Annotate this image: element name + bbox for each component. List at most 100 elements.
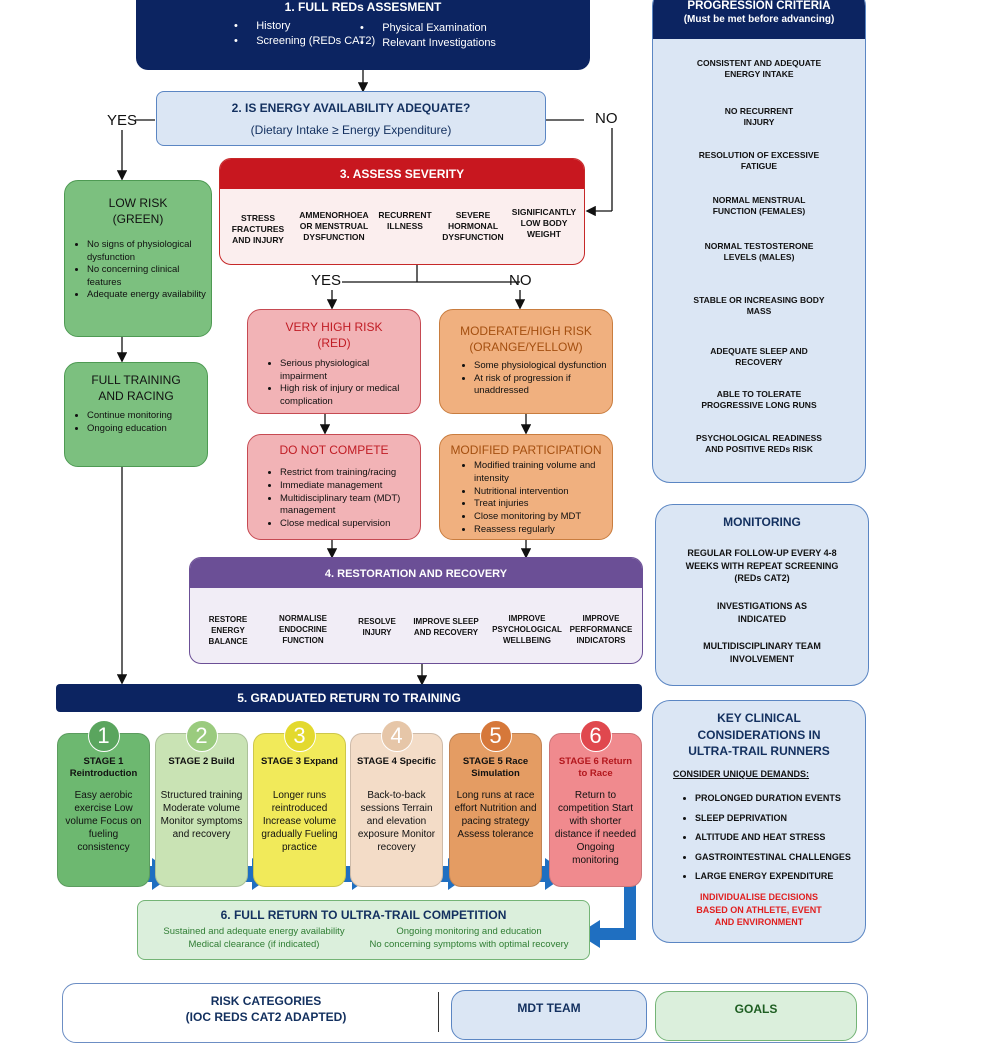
restoration-item: IMPROVE PERFORMANCE INDICATORS [569,614,633,645]
low-risk-list: No signs of physiological dysfunction No… [69,239,207,302]
modified-participation-box: MODIFIED PARTICIPATION Modified training… [439,434,613,540]
list-item: Adequate energy availability [87,289,207,302]
stage-title: STAGE 2 Build [168,756,235,767]
list-item: Close monitoring by MDT [474,511,608,524]
list-item: • Relevant Investigations [360,37,496,49]
assess-severity-box: 3. ASSESS SEVERITY STRESS FRACTURES AND … [219,158,585,265]
stage-title: STAGE 4 Specific [356,756,436,767]
box3-yes-label: YES [311,272,342,289]
full-return-title: 6. FULL RETURN TO ULTRA-TRAIL COMPETITIO… [220,908,507,922]
monitoring-item: MULTIDISCIPLINARY TEAM INVOLVEMENT [703,641,821,664]
stage-title: STAGE 5 Race Simulation [462,756,529,779]
stage-description: Structured training Moderate volume Moni… [160,790,243,840]
full-training-box: FULL TRAINING AND RACING Continue monito… [64,362,208,467]
list-item: Nutritional intervention [474,486,608,499]
do-not-compete-title: DO NOT COMPETE [279,443,389,457]
energy-availability-title: 2. IS ENERGY AVAILABILITY ADEQUATE? [231,101,471,115]
criterion: ADEQUATE SLEEP AND RECOVERY [710,346,808,367]
moderate-risk-list: Some physiological dysfunction At risk o… [456,360,608,398]
criterion: CONSISTENT AND ADEQUATE ENERGY INTAKE [696,58,822,79]
list-item: Restrict from training/racing [280,467,416,480]
severity-item: SIGNIFICANTLY LOW BODY WEIGHT [511,207,577,239]
severity-item: RECURRENT ILLNESS [378,210,432,231]
progression-criteria-subtitle: (Must be met before advancing) [683,14,835,25]
criterion: STABLE OR INCREASING BODY MASS [693,295,825,316]
list-item: • History [234,20,291,32]
assess-severity-title: 3. ASSESS SEVERITY [220,159,584,189]
full-return-criterion: Sustained and adequate energy availabili… [163,926,345,937]
monitoring-item: REGULAR FOLLOW-UP EVERY 4-8 WEEKS WITH R… [685,548,839,583]
box2-yes-label: YES [107,112,138,129]
mdt-team-box: MDT TEAM [451,990,647,1040]
very-high-risk-list: Serious physiological impairment High ri… [262,358,416,408]
list-item: Some physiological dysfunction [474,360,608,373]
criterion: RESOLUTION OF EXCESSIVE FATIGUE [698,150,820,171]
list-item: Ongoing education [87,422,203,435]
criterion: NORMAL TESTOSTERONE LEVELS (MALES) [704,241,814,262]
stage-description: Longer runs reintroduced Increase volume… [261,790,338,853]
criterion: NORMAL MENSTRUAL FUNCTION (FEMALES) [712,195,806,216]
list-item: No concerning clinical features [87,264,207,289]
goals-title: GOALS [734,1002,778,1016]
restoration-item: IMPROVE SLEEP AND RECOVERY [413,617,479,637]
very-high-risk-title: VERY HIGH RISK (RED) [285,320,383,350]
progression-criteria-title: PROGRESSION CRITERIA [687,0,831,12]
severity-item: STRESS FRACTURES AND INJURY [231,213,285,245]
risk-categories-subtitle: (IOC REDS CAT2 ADAPTED) [185,1010,347,1024]
full-training-list: Continue monitoring Ongoing education [69,409,203,435]
list-item: ALTITUDE AND HEAT STRESS [695,828,861,848]
full-assessment-title: 1. FULL REDs ASSESMENT [284,0,442,14]
list-item: High risk of injury or medical complicat… [280,383,416,408]
modified-participation-title: MODIFIED PARTICIPATION [450,443,602,457]
stage-number: 1 [87,720,120,752]
list-item: At risk of progression if unaddressed [474,373,608,398]
bottom-divider [438,992,439,1032]
severity-item: SEVERE HORMONAL DYSFUNCTION [442,210,504,242]
modified-participation-list: Modified training volume and intensity N… [456,460,608,537]
energy-availability-subtitle: (Dietary Intake ≥ Energy Expenditure) [250,123,452,137]
graduated-return-title: 5. GRADUATED RETURN TO TRAINING [56,684,642,712]
stage-number: 4 [380,720,413,752]
key-clinical-subheading: CONSIDER UNIQUE DEMANDS: [673,769,810,779]
full-return-criterion: Medical clearance (if indicated) [188,938,320,950]
stage-title: STAGE 1 Reintroduction [69,756,138,779]
full-return-box: 6. FULL RETURN TO ULTRA-TRAIL COMPETITIO… [137,900,590,960]
list-item: Treat injuries [474,498,608,511]
restoration-item: NORMALISE ENDOCRINE FUNCTION [278,614,327,645]
full-training-title: FULL TRAINING AND RACING [91,373,181,403]
restoration-title: 4. RESTORATION AND RECOVERY [190,558,642,588]
box3-no-label: NO [509,272,532,289]
list-item: LARGE ENERGY EXPENDITURE [695,867,861,887]
low-risk-title: LOW RISK (GREEN) [108,196,168,226]
stage-description: Back-to-back sessions Terrain and elevat… [357,790,436,853]
full-return-criterion: No concerning symptoms with optimal reco… [369,938,569,950]
stage-description: Easy aerobic exercise Low volume Focus o… [65,790,142,853]
full-return-criterion: Ongoing monitoring and education [396,926,542,937]
key-clinical-box: KEY CLINICAL CONSIDERATIONS IN ULTRA-TRA… [652,700,866,943]
key-clinical-note: INDIVIDUALISE DECISIONS BASED ON ATHLETE… [696,892,822,927]
list-item: Modified training volume and intensity [474,460,608,486]
criterion: NO RECURRENT INJURY [724,106,794,127]
moderate-risk-title: MODERATE/HIGH RISK (ORANGE/YELLOW) [460,324,592,354]
stage-title: STAGE 3 Expand [261,756,338,767]
do-not-compete-box: DO NOT COMPETE Restrict from training/ra… [247,434,421,540]
monitoring-item: INVESTIGATIONS AS INDICATED [716,601,807,624]
stage-number: 3 [283,720,316,752]
very-high-risk-box: VERY HIGH RISK (RED) Serious physiologic… [247,309,421,414]
criterion: PSYCHOLOGICAL READINESS AND POSITIVE RED… [696,433,822,454]
stage-number: 5 [479,720,512,752]
stage-description: Return to competition Start with shorter… [554,790,637,866]
full-return-left: Sustained and adequate energy availabili… [144,926,364,951]
assessment-right-list: • Physical Examination • Relevant Invest… [360,21,496,51]
list-item: Close medical supervision [280,518,416,531]
key-clinical-list: PROLONGED DURATION EVENTS SLEEP DEPRIVAT… [677,789,861,887]
list-item: Multidisciplinary team (MDT) management [280,493,416,519]
key-clinical-title: KEY CLINICAL CONSIDERATIONS IN ULTRA-TRA… [688,711,830,758]
box2-no-label: NO [595,110,618,127]
full-assessment-box: 1. FULL REDs ASSESMENT • History • Scree… [136,0,590,70]
stage-number: 6 [579,720,612,752]
